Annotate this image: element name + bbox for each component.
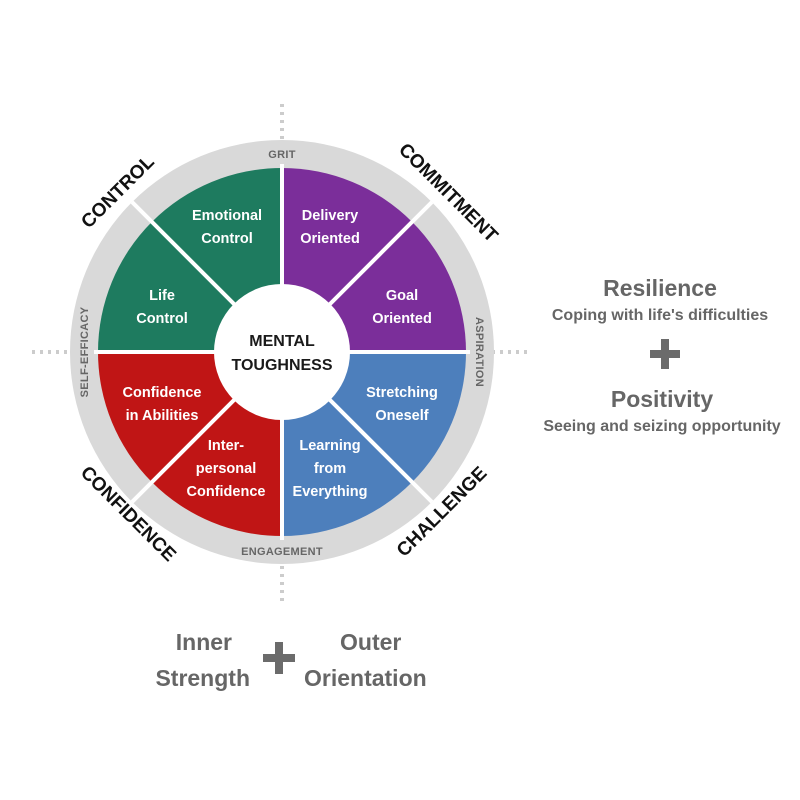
center-circle xyxy=(214,284,350,420)
plus-icon-right xyxy=(650,339,680,369)
label-interpersonal-confidence-3: Confidence xyxy=(187,484,266,500)
label-stretching-oneself-1: Stretching xyxy=(366,385,438,401)
inner-line: Inner xyxy=(175,629,232,655)
ring-label-engagement: ENGAGEMENT xyxy=(241,546,323,558)
label-interpersonal-confidence-1: Inter- xyxy=(208,438,244,454)
ring-label-grit: GRIT xyxy=(268,149,295,161)
label-life-control-1: Life xyxy=(149,288,175,304)
ring-label-self-efficacy: SELF-EFFICACY xyxy=(79,306,91,397)
label-confidence-in-abilities-2: in Abilities xyxy=(126,408,199,424)
label-delivery-oriented-1: Delivery xyxy=(302,208,358,224)
label-learning-from-everything-1: Learning xyxy=(299,438,360,454)
positivity-subtitle: Seeing and seizing opportunity xyxy=(543,418,781,435)
segment-labels: Emotional Control Life Control Delivery … xyxy=(123,208,438,500)
plus-icon-bottom xyxy=(263,642,295,674)
label-emotional-control-2: Control xyxy=(201,231,253,247)
positivity-block: Positivity Seeing and seizing opportunit… xyxy=(522,385,800,437)
label-confidence-in-abilities-1: Confidence xyxy=(123,385,202,401)
inner-strength-label: Inner Strength xyxy=(130,624,250,696)
label-emotional-control-1: Emotional xyxy=(192,208,262,224)
resilience-block: Resilience Coping with life's difficulti… xyxy=(520,274,800,326)
label-learning-from-everything-2: from xyxy=(314,461,346,477)
label-goal-oriented-2: Oriented xyxy=(372,311,432,327)
outer-line: Outer xyxy=(340,629,402,655)
positivity-title: Positivity xyxy=(610,386,714,412)
center-label-line2: TOUGHNESS xyxy=(231,357,332,374)
orientation-line: Orientation xyxy=(304,665,427,691)
ring-label-aspiration: ASPIRATION xyxy=(473,317,485,387)
guide-lines xyxy=(32,104,530,602)
label-stretching-oneself-2: Oneself xyxy=(375,408,428,424)
center-label-line1: MENTAL xyxy=(249,333,315,350)
strength-line: Strength xyxy=(155,665,250,691)
label-life-control-2: Control xyxy=(136,311,188,327)
label-interpersonal-confidence-2: personal xyxy=(196,461,256,477)
resilience-title: Resilience xyxy=(603,275,717,301)
label-delivery-oriented-2: Oriented xyxy=(300,231,360,247)
label-learning-from-everything-3: Everything xyxy=(293,484,368,500)
outer-orientation-label: Outer Orientation xyxy=(304,624,454,696)
resilience-subtitle: Coping with life's difficulties xyxy=(551,307,769,324)
label-goal-oriented-1: Goal xyxy=(386,288,418,304)
